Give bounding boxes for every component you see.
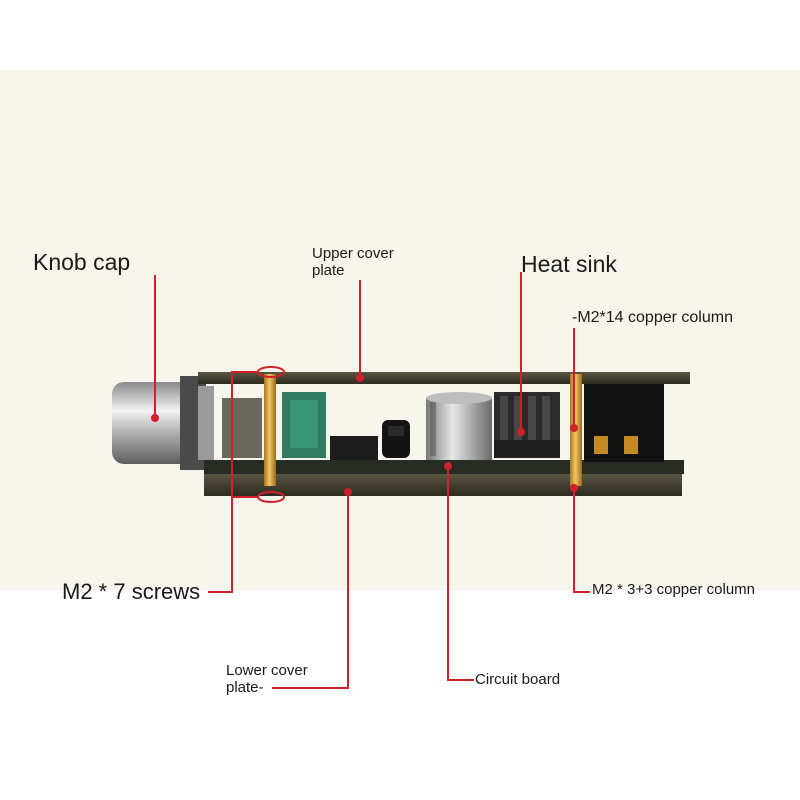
label-m2-3-3-copper-column: M2 * 3+3 copper column bbox=[592, 581, 756, 598]
label-lower-cover-line1: Lower cover bbox=[226, 662, 308, 679]
heat-sink-part bbox=[494, 392, 560, 458]
label-upper-cover-line1: Upper cover bbox=[312, 245, 394, 262]
knob-cap-part bbox=[112, 376, 214, 470]
label-m2-7-screws: M2 * 7 screws bbox=[62, 579, 201, 604]
potentiometer-part bbox=[222, 398, 262, 458]
label-heat-sink: Heat sink bbox=[521, 251, 617, 277]
leader-lines bbox=[154, 272, 590, 689]
lower-cover-plate-part bbox=[204, 474, 682, 496]
label-lower-cover-line2: plate- bbox=[226, 679, 264, 696]
leader-dots bbox=[151, 374, 578, 496]
upper-cover-plate-part bbox=[198, 372, 690, 384]
label-m2-14-copper-column: -M2*14 copper column bbox=[572, 309, 733, 326]
label-circuit-board: Circuit board bbox=[475, 671, 561, 688]
label-knob-cap: Knob cap bbox=[33, 249, 131, 275]
circuit-board-part bbox=[204, 460, 684, 474]
audio-jack-part bbox=[584, 384, 664, 462]
photo-backdrop bbox=[0, 70, 800, 590]
capacitor-part bbox=[426, 392, 492, 460]
copper-column-left bbox=[264, 374, 276, 486]
label-upper-cover-line2: plate bbox=[312, 262, 345, 279]
